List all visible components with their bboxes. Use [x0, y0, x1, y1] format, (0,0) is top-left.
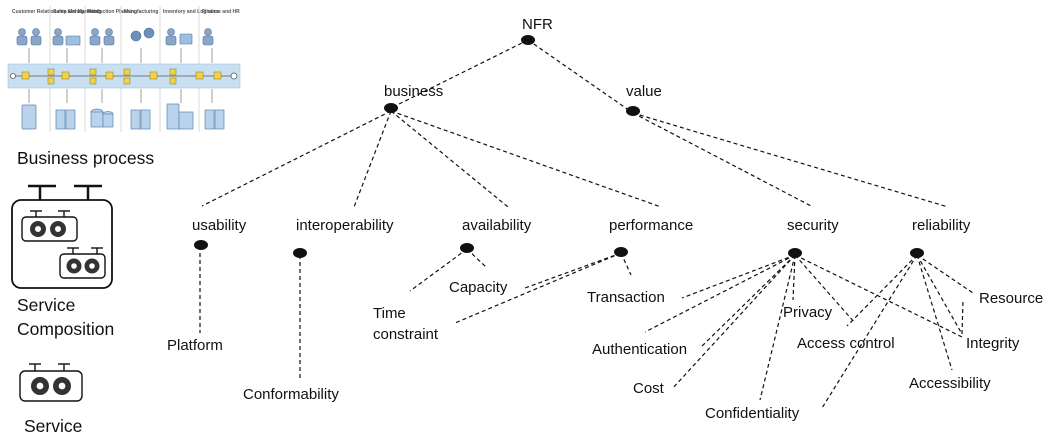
system-icons	[21, 103, 225, 130]
label-time-constraint-line2: constraint	[373, 326, 439, 343]
edge-reliability-integrity	[916, 254, 963, 335]
edge-performance-timeconstraint	[454, 252, 622, 324]
node-interoperability	[293, 248, 307, 258]
edge-security-integrity	[794, 254, 963, 338]
label-cost: Cost	[633, 380, 665, 397]
edge-business-interoperability	[353, 110, 392, 208]
edge-business-performance	[390, 110, 662, 208]
edge-security-cost	[671, 254, 796, 390]
label-platform: Platform	[167, 337, 223, 354]
dept-crm: Customer Relationship Management	[12, 9, 99, 15]
edge-resource-integrity	[961, 299, 964, 335]
edge-reliability-resource	[916, 254, 974, 294]
label-conformability: Conformability	[243, 386, 339, 403]
node-security	[788, 248, 802, 258]
edge-reliability-confidentiality	[821, 254, 918, 409]
label-security: security	[787, 217, 839, 234]
label-transaction: Transaction	[587, 289, 665, 306]
node-value	[626, 106, 640, 116]
dept-sales: Sales and Marketing	[53, 9, 101, 15]
edge-reliability-accessibility	[916, 254, 953, 371]
service-label: Service	[24, 416, 82, 436]
label-accessibility: Accessibility	[909, 375, 991, 392]
label-value: value	[626, 83, 662, 100]
dept-finance: Finance and HR	[202, 9, 240, 15]
edge-security-privacy	[792, 254, 796, 301]
edge-business-usability	[201, 110, 392, 207]
label-interoperability: interoperability	[296, 217, 394, 234]
service-composition-icon	[11, 184, 113, 289]
tree-nodes	[194, 35, 924, 258]
label-capacity: Capacity	[449, 279, 508, 296]
edge-nfr-value	[527, 39, 634, 114]
dept-manufacturing: Manufacturing	[124, 9, 158, 15]
edge-security-confidentiality	[759, 254, 796, 401]
label-nfr: NFR	[522, 16, 553, 33]
dept-production: Production Planning	[88, 9, 137, 15]
edge-value-security	[632, 112, 814, 208]
service-composition-label-line2: Composition	[17, 319, 114, 339]
edge-availability-timeconstraint	[409, 248, 468, 292]
label-privacy: Privacy	[783, 304, 833, 321]
label-access-control: Access control	[797, 335, 895, 352]
label-integrity: Integrity	[966, 335, 1020, 352]
service-icon	[19, 363, 83, 402]
label-authentication: Authentication	[592, 341, 687, 358]
edge-value-reliability	[632, 112, 949, 208]
process-steps	[21, 68, 222, 85]
edge-security-accesscontrol	[794, 254, 856, 324]
label-usability: usability	[192, 217, 247, 234]
dept-inventory: Inventory and Logistics	[163, 9, 219, 15]
label-confidentiality: Confidentiality	[705, 405, 800, 422]
node-nfr	[521, 35, 535, 45]
label-availability: availability	[462, 217, 532, 234]
label-resource: Resource	[979, 290, 1043, 307]
node-reliability	[910, 248, 924, 258]
business-process-figure: Customer Relationship Management Sales a…	[7, 6, 241, 132]
node-availability	[460, 243, 474, 253]
edge-security-authentication	[644, 254, 796, 333]
tree-labels: NFR business value usability interoperab…	[167, 16, 1043, 422]
edge-reliability-accesscontrol	[846, 254, 918, 327]
label-time-constraint-line1: Time	[373, 305, 406, 322]
edge-security-authentication-2	[699, 254, 796, 349]
tree-edges	[199, 39, 974, 409]
label-business: business	[384, 83, 443, 100]
business-process-label: Business process	[17, 148, 154, 168]
people-icons	[16, 27, 214, 46]
label-reliability: reliability	[912, 217, 971, 234]
node-business	[384, 103, 398, 113]
service-composition-label-line1: Service	[17, 295, 75, 315]
label-performance: performance	[609, 217, 693, 234]
top-connectors	[28, 48, 213, 63]
edge-business-availability	[390, 110, 509, 208]
node-usability	[194, 240, 208, 250]
edge-performance-capacity	[524, 252, 622, 289]
edge-availability-capacity	[466, 248, 487, 268]
edge-security-transaction	[681, 254, 796, 299]
node-performance	[614, 247, 628, 257]
bottom-connectors	[28, 89, 213, 103]
